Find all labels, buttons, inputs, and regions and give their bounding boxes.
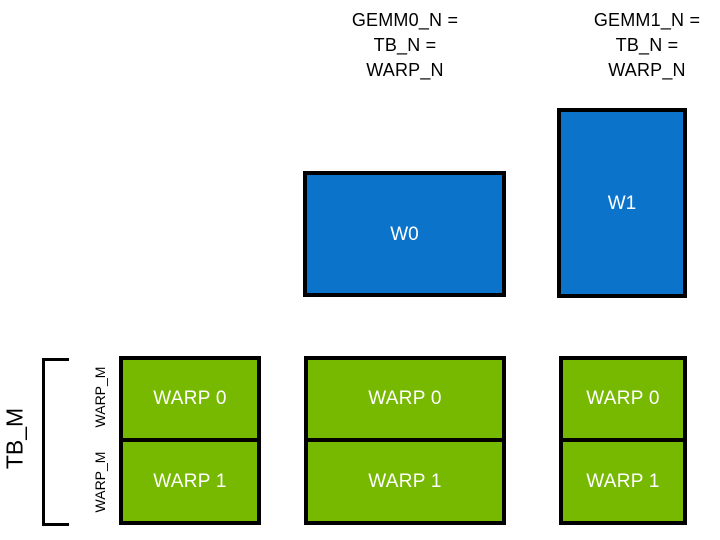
- warp-block: WARP 1: [119, 439, 261, 525]
- column-header-gemm1: GEMM1_N = TB_N = WARP_N: [593, 10, 701, 80]
- warp-block: WARP 0: [119, 356, 261, 442]
- column-header-gemm0: GEMM0_N = TB_N = WARP_N: [351, 10, 459, 80]
- tb-m-axis-label: TB_M: [1, 407, 28, 470]
- warp-block-column-0: WARP 0 WARP 1: [119, 356, 261, 525]
- warp-block-label: WARP 0: [586, 388, 660, 410]
- warp-block-column-2: WARP 0 WARP 1: [559, 356, 687, 525]
- warp-m-axis-label-bottom: WARP_M: [92, 451, 108, 513]
- warp-tile-w1: W1: [557, 108, 687, 298]
- warp-block-label: WARP 1: [586, 470, 660, 492]
- warp-block: WARP 0: [304, 356, 506, 442]
- warp-block: WARP 1: [304, 439, 506, 525]
- warp-tile-w0: W0: [303, 171, 506, 297]
- warp-block: WARP 1: [559, 439, 687, 525]
- warp-tile-w1-label: W1: [607, 192, 637, 214]
- warp-block: WARP 0: [559, 356, 687, 442]
- warp-block-label: WARP 1: [368, 470, 442, 492]
- warp-block-column-1: WARP 0 WARP 1: [304, 356, 506, 525]
- warp-block-label: WARP 0: [368, 388, 442, 410]
- tb-m-bracket: [42, 358, 69, 526]
- warp-block-label: WARP 0: [153, 388, 227, 410]
- warp-tile-w0-label: W0: [390, 223, 419, 245]
- warp-block-label: WARP 1: [153, 470, 227, 492]
